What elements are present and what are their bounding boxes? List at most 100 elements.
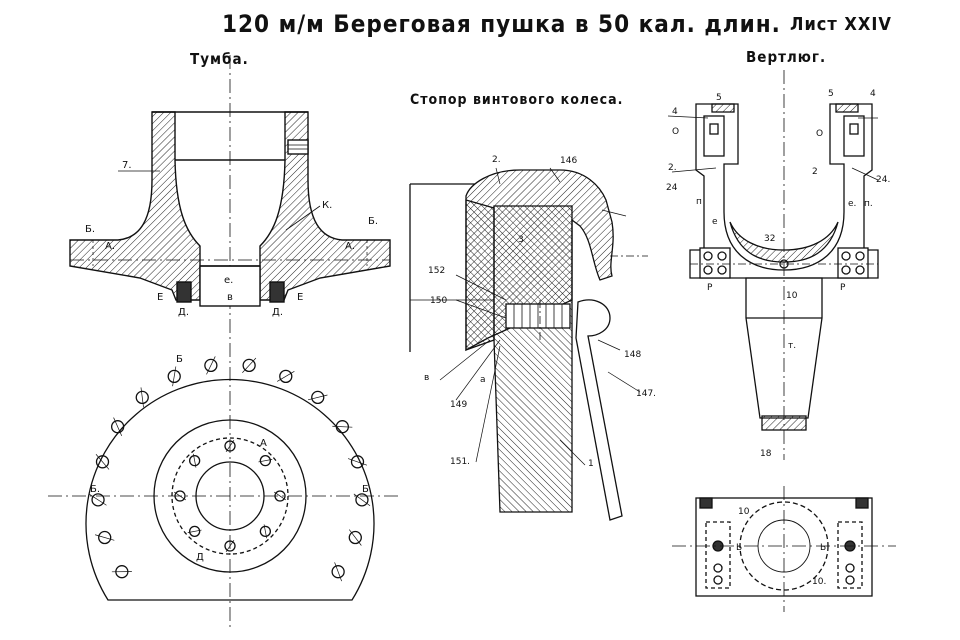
bolt-hole — [174, 490, 186, 502]
bolt-hole — [224, 540, 236, 552]
callout-10: 10 — [786, 291, 798, 301]
bolt-hole — [188, 454, 201, 467]
bolt-hole — [98, 530, 112, 545]
bolt-hole — [259, 525, 272, 538]
callout-147: 147. — [636, 389, 656, 399]
bolt-hole — [274, 490, 286, 502]
callout-base-10-top: 10 — [738, 507, 750, 517]
swivel-callouts: 4 5 5 4 О О 2. 2 24 24. п е е. п. 32 Р Р… — [666, 89, 890, 459]
bolt-hole — [331, 565, 345, 579]
bolt-hole — [259, 454, 272, 467]
callout-3: 3 — [518, 235, 524, 245]
bolt-hole — [311, 390, 325, 405]
bolt-leader — [174, 491, 186, 501]
bolt-hole — [188, 525, 201, 538]
callout-plan-b-right: Б. — [362, 484, 372, 495]
view-label-stopor: Стопор винтового колеса. — [410, 92, 624, 108]
bolt-hole — [224, 440, 236, 452]
callout-k: К. — [322, 200, 332, 211]
callout-7: 7. — [122, 160, 132, 171]
bolt-leader — [172, 366, 177, 387]
callout-p-left: п — [696, 197, 702, 207]
callout-2-right: 2 — [812, 167, 818, 177]
bolt-hole — [279, 369, 293, 384]
callout-base-10-bottom: 10. — [812, 577, 826, 587]
bolt-leader — [89, 494, 107, 506]
callout-18: 18 — [760, 449, 772, 459]
bolt-hole — [350, 455, 365, 469]
callout-p-right: п. — [864, 199, 873, 209]
bolt-leader — [277, 370, 295, 382]
bolt-leader — [347, 458, 368, 466]
callout-plan-b-left: Б. — [90, 484, 100, 495]
callout-5-left: 5 — [716, 93, 722, 103]
bolt-hole — [111, 420, 125, 434]
bolt-leader — [307, 394, 328, 401]
callout-b-right: Б. — [368, 216, 378, 227]
callout-4-right: 4 — [870, 89, 876, 99]
bolt-hole — [204, 358, 218, 373]
sheet-title: 120 м/м Береговая пушка в 50 кал. длин. — [222, 10, 781, 38]
callout-149: 149 — [450, 400, 467, 410]
bolt-leader — [193, 453, 197, 468]
bolt-leader — [353, 493, 371, 507]
bolt-hole — [95, 455, 110, 469]
callout-d-right: Д. — [272, 307, 283, 318]
bolt-leader — [140, 387, 144, 408]
callout-152: 152 — [428, 266, 445, 276]
bolt-hole — [348, 530, 362, 545]
bolt-leader — [95, 454, 110, 470]
plan-callouts: Б Б. Б. А Д — [90, 354, 372, 563]
bolt-leader — [332, 425, 353, 428]
callout-p-bolt-left: Р — [707, 283, 713, 293]
stopper-callouts: 2. 146 3 152 150 148 в а 149 147. 151. 1 — [424, 155, 656, 469]
bolt-hole — [355, 493, 369, 507]
bolt-hole — [167, 369, 181, 384]
callout-1: 1 — [588, 459, 594, 469]
callout-151: 151. — [450, 457, 470, 467]
bolt-leader — [242, 357, 257, 373]
callout-e-center: е. — [224, 275, 233, 286]
swivel-elevation — [667, 70, 879, 460]
callout-4-left: 4 — [672, 107, 678, 117]
callout-150: 150 — [430, 296, 447, 306]
pedestal-section — [69, 55, 391, 630]
callout-base-b-right: Ь — [820, 543, 826, 553]
callout-a-stopor: а — [480, 375, 486, 385]
bolt-leader — [225, 540, 235, 552]
bolt-leader — [206, 356, 216, 375]
bolt-leader — [263, 524, 267, 539]
bolt-leader — [187, 529, 202, 533]
callout-plan-b-top: Б — [176, 354, 183, 365]
callout-2: 2. — [492, 155, 501, 165]
callout-32: 32 — [764, 234, 775, 244]
pedestal-plan — [48, 356, 400, 601]
base-callouts: 10 10. Ь Ь — [736, 507, 826, 587]
callout-plan-a: А — [260, 438, 267, 449]
inner-bolt-holes — [174, 440, 286, 552]
view-label-tumba: Тумба. — [190, 50, 249, 68]
callout-v-stopor: в — [424, 373, 429, 383]
callout-148: 148 — [624, 350, 641, 360]
callout-e-right: Е — [297, 292, 303, 303]
callout-a-left: А. — [105, 241, 115, 252]
bolt-leader — [225, 440, 235, 452]
callout-p-bolt-right: Р — [840, 283, 846, 293]
callout-2-left: 2. — [668, 163, 677, 173]
callout-o-left: О — [672, 127, 679, 137]
bolt-leader — [94, 534, 115, 541]
bolt-leader — [258, 459, 273, 463]
callout-base-b-left: Ь — [736, 543, 742, 553]
bolt-leader — [113, 417, 123, 436]
bolt-hole — [91, 493, 105, 507]
callout-24-right: 24. — [876, 175, 890, 185]
stopper-section — [409, 167, 648, 521]
swivel-base-plan — [672, 486, 896, 612]
bolt-leader — [334, 562, 342, 582]
callout-e-left: Е — [157, 292, 163, 303]
view-label-vertlug: Вертлюг. — [746, 48, 827, 66]
bolt-hole — [242, 358, 256, 373]
callout-v: в — [227, 292, 233, 303]
